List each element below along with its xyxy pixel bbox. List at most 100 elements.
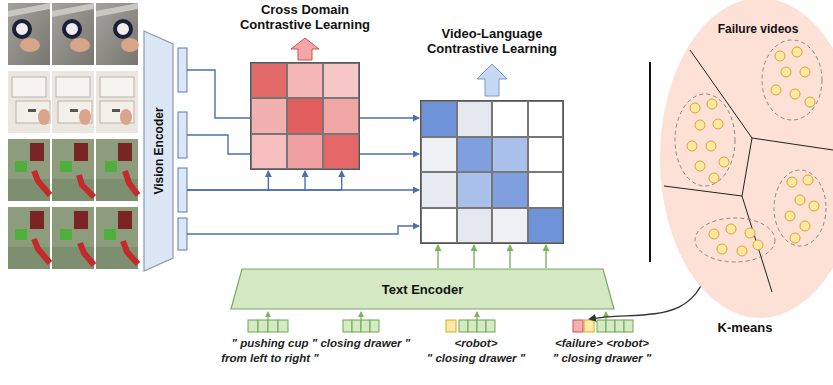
cluster-outline (774, 170, 826, 246)
text-tokens (248, 312, 633, 332)
illustration-part (64, 21, 80, 37)
feature-bar (178, 48, 187, 92)
illustration-part (38, 109, 50, 125)
cluster-outline (675, 94, 735, 186)
illustration-part (352, 320, 361, 332)
feature-bar (178, 168, 187, 212)
matrix-cell (457, 208, 493, 244)
connector (438, 245, 546, 268)
similarity-matrix (250, 62, 360, 170)
illustration-part (584, 320, 594, 332)
video-point (709, 173, 719, 183)
video-point (713, 119, 723, 129)
video-point (787, 177, 797, 187)
illustration-part (268, 312, 606, 320)
connector (187, 171, 342, 190)
matrix-cell (528, 101, 564, 137)
illustration-part (123, 241, 138, 264)
video-point (785, 211, 795, 221)
node-outline (660, 0, 833, 305)
illustration-part (34, 171, 50, 195)
illustration-part (105, 161, 117, 172)
matrix-cell (287, 63, 323, 98)
connector-line (304, 171, 305, 190)
caption-text: " closing drawer " (553, 352, 651, 364)
matrix-cell (287, 98, 323, 133)
illustration-part (52, 207, 94, 269)
matrix-cell (421, 137, 457, 173)
video-point (790, 89, 800, 99)
illustration-part (115, 21, 131, 37)
connector-line (187, 226, 419, 234)
matrix-cell (323, 134, 359, 169)
caption-text: <robot> (455, 337, 498, 349)
video-point (709, 229, 719, 239)
loss-arrow-red (291, 38, 319, 60)
video-point (753, 240, 763, 250)
illustration-part (96, 71, 138, 133)
video-frames-drawer (8, 71, 138, 133)
illustration-part (52, 139, 94, 201)
illustration-part (52, 3, 94, 17)
illustration-part (486, 320, 495, 332)
illustration-part (96, 207, 138, 269)
illustration-part (74, 211, 88, 229)
matrix-cell (492, 172, 528, 208)
illustration-part (30, 143, 44, 161)
video-point (706, 141, 716, 151)
method-label: K-means (718, 320, 773, 335)
voronoi-edge (664, 186, 742, 196)
illustration-part (120, 109, 132, 125)
video-point (781, 67, 791, 77)
matrix-cell (492, 137, 528, 173)
illustration-part (70, 109, 78, 112)
illustration-part (52, 3, 94, 65)
matrix-cell (251, 98, 287, 133)
illustration-part (28, 109, 36, 112)
video-point (775, 51, 785, 61)
text-encoder: Text Encoder (230, 268, 615, 310)
illustration-part (96, 3, 139, 65)
illustration-part (248, 320, 258, 332)
encoder-trapezoid (144, 31, 173, 271)
caption-text: " closing drawer " (312, 337, 410, 349)
block-heading: Cross Domain Contrastive Learning (232, 2, 378, 32)
illustration-part (52, 139, 94, 201)
illustration-part (118, 211, 132, 229)
illustration-part (606, 320, 615, 332)
illustration-part (12, 77, 46, 97)
separator-line (649, 62, 651, 262)
illustration-part (20, 38, 40, 52)
illustration-part (615, 320, 624, 332)
illustration-part (60, 161, 72, 172)
feature-bar (178, 112, 187, 158)
loss-arrow-blue (477, 64, 507, 96)
failure-cluster-region: Failure videos (660, 0, 833, 305)
video-point (792, 47, 802, 57)
video-point (790, 233, 800, 243)
illustration-part (468, 320, 477, 332)
illustration-part (100, 77, 134, 97)
illustration-part (79, 109, 91, 125)
video-point (771, 85, 781, 95)
feature-bar (178, 218, 187, 250)
vision-encoder: Vision Encoder (143, 30, 189, 272)
illustration-part (459, 320, 468, 332)
video-point (717, 244, 727, 254)
illustration-part (8, 71, 50, 133)
illustration-part (8, 139, 50, 201)
matrix-cell (323, 63, 359, 98)
similarity-matrix (420, 100, 564, 244)
illustration-part (8, 3, 50, 65)
illustration-part (8, 207, 50, 269)
connector-line (187, 189, 419, 190)
caption-text: " closing drawer " (427, 352, 525, 364)
node-label: Text Encoder (382, 282, 463, 297)
illustration-part (15, 229, 27, 240)
illustration-part (8, 3, 50, 65)
video-point (726, 224, 736, 234)
illustration-part (52, 207, 94, 269)
illustration-part (96, 71, 138, 133)
illustration-part (96, 139, 138, 201)
